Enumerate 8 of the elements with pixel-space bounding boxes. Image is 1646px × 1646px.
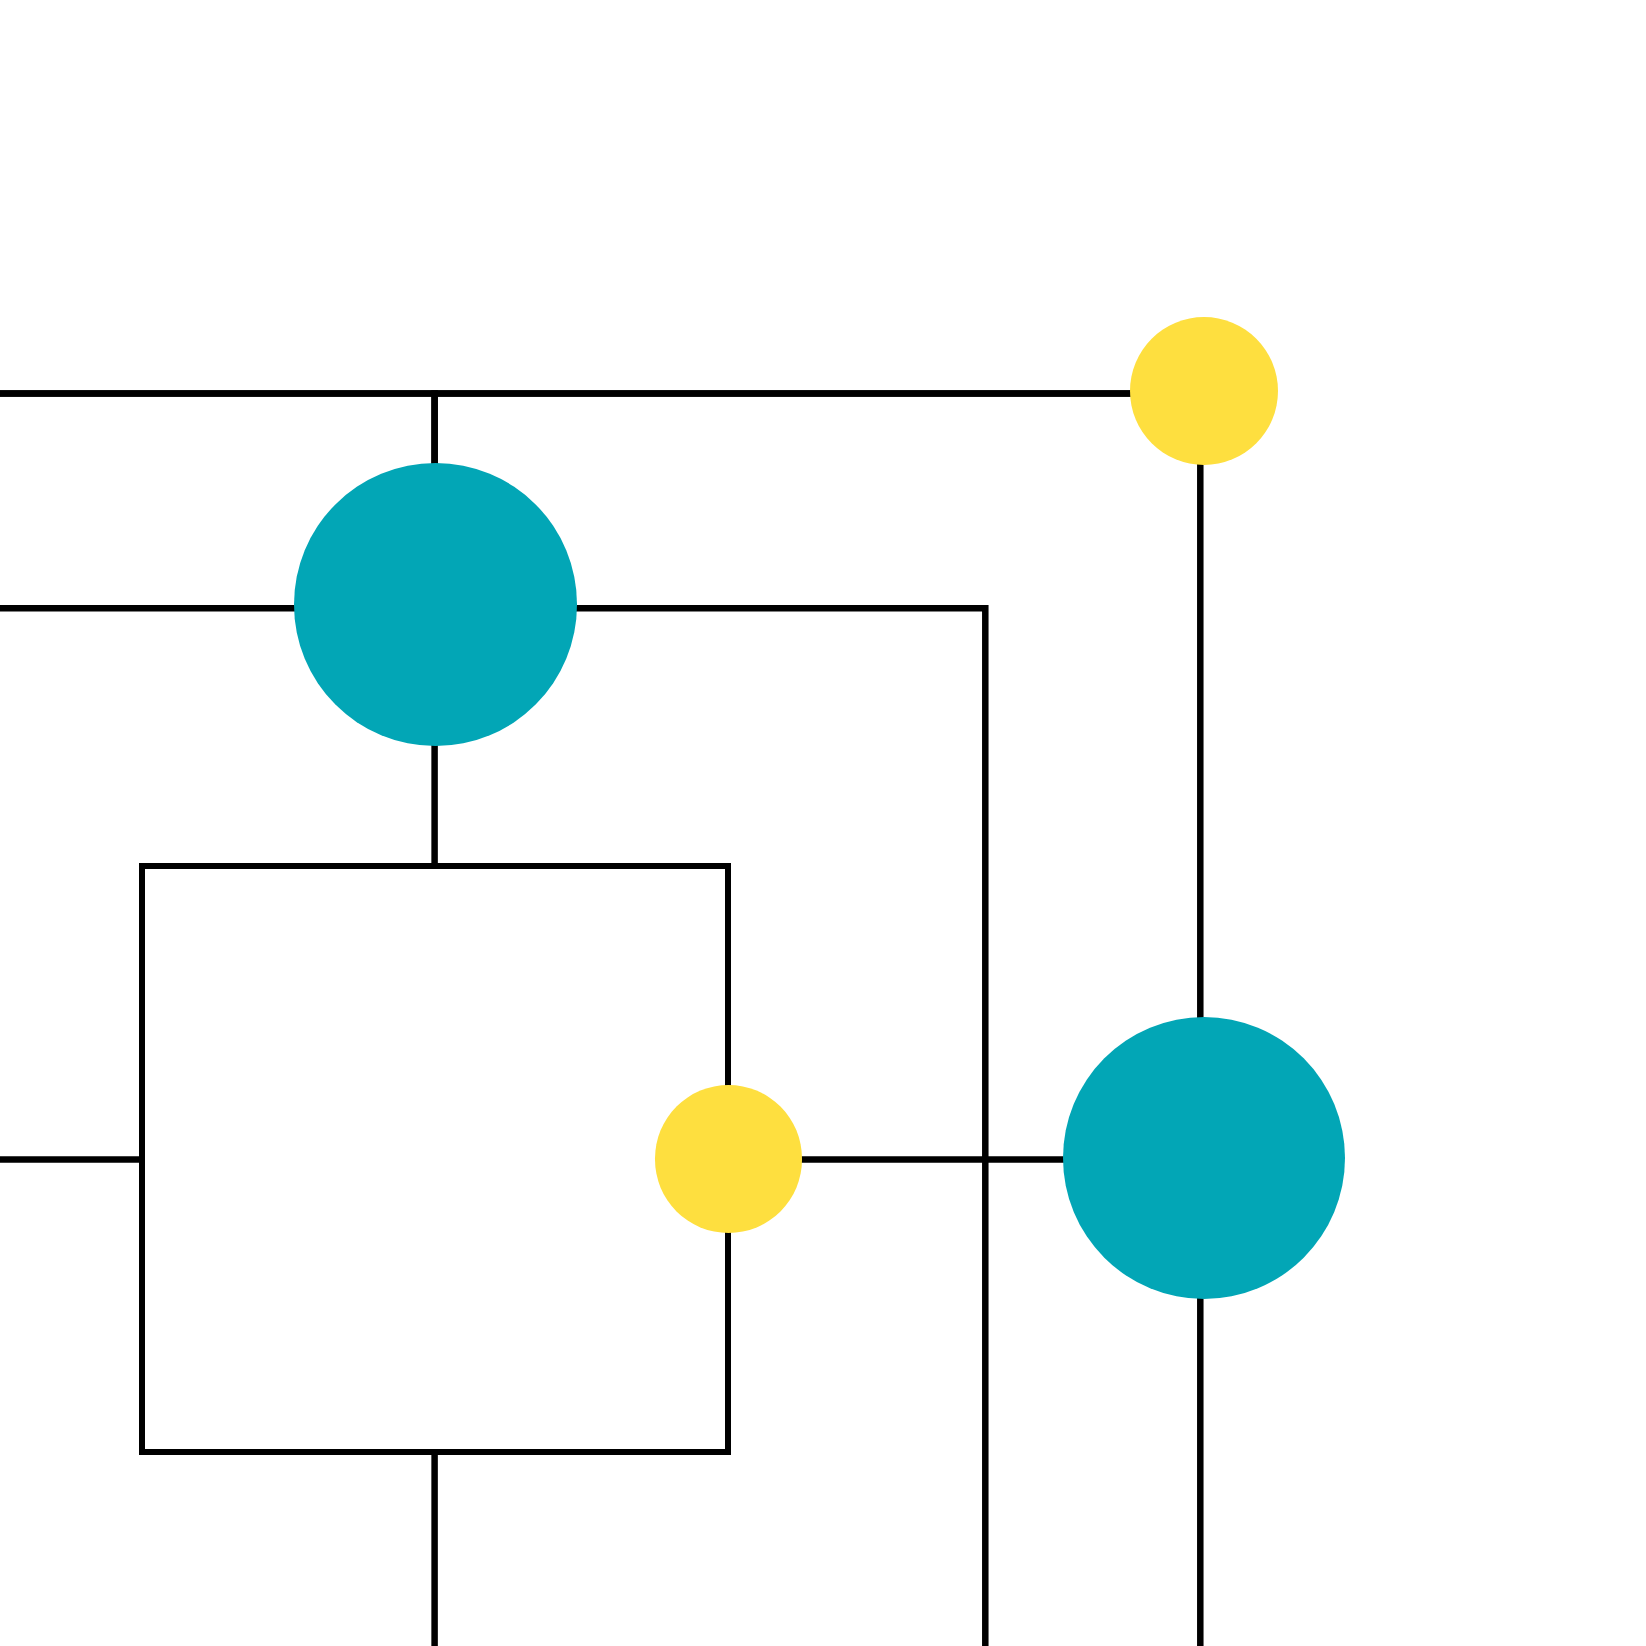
- connector-line: [431, 390, 1132, 465]
- connector-line: [801, 1156, 1064, 1163]
- connector-line: [431, 744, 438, 866]
- connector-line: [1197, 1297, 1204, 1646]
- connector-line: [575, 605, 989, 1646]
- connector-line: [0, 605, 296, 612]
- frame-node: [139, 862, 731, 1455]
- connector-line: [1197, 463, 1204, 1019]
